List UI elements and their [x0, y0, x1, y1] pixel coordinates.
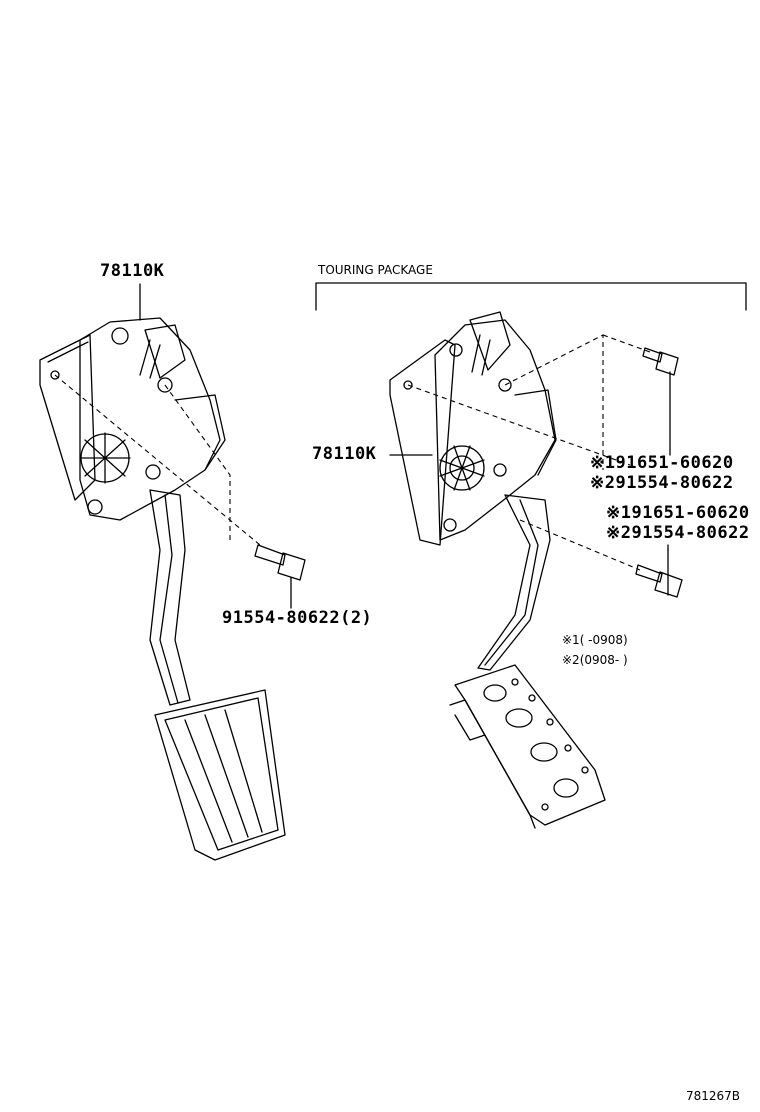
- upper-bolt-label-2: ※291554-80622: [590, 473, 734, 493]
- touring-package-heading: TOURING PACKAGE: [318, 263, 433, 277]
- note-1: ※1( -0908): [562, 633, 628, 647]
- touring-part-label: 78110K: [312, 444, 377, 464]
- lower-bolt-label-2: ※291554-80622: [606, 523, 750, 543]
- left-pedal-assembly: [39, 283, 306, 861]
- upper-bolt-label-1: ※191651-60620: [590, 453, 734, 473]
- left-part-label: 78110K: [100, 261, 165, 281]
- figure-number: 781267B: [686, 1089, 741, 1103]
- touring-package-bracket: [315, 282, 747, 311]
- left-bolt-label: 91554-80622(2): [222, 608, 373, 628]
- lower-bolt-label-1: ※191651-60620: [606, 503, 750, 523]
- note-2: ※2(0908- ): [562, 653, 628, 667]
- touring-pedal-assembly: [389, 311, 683, 829]
